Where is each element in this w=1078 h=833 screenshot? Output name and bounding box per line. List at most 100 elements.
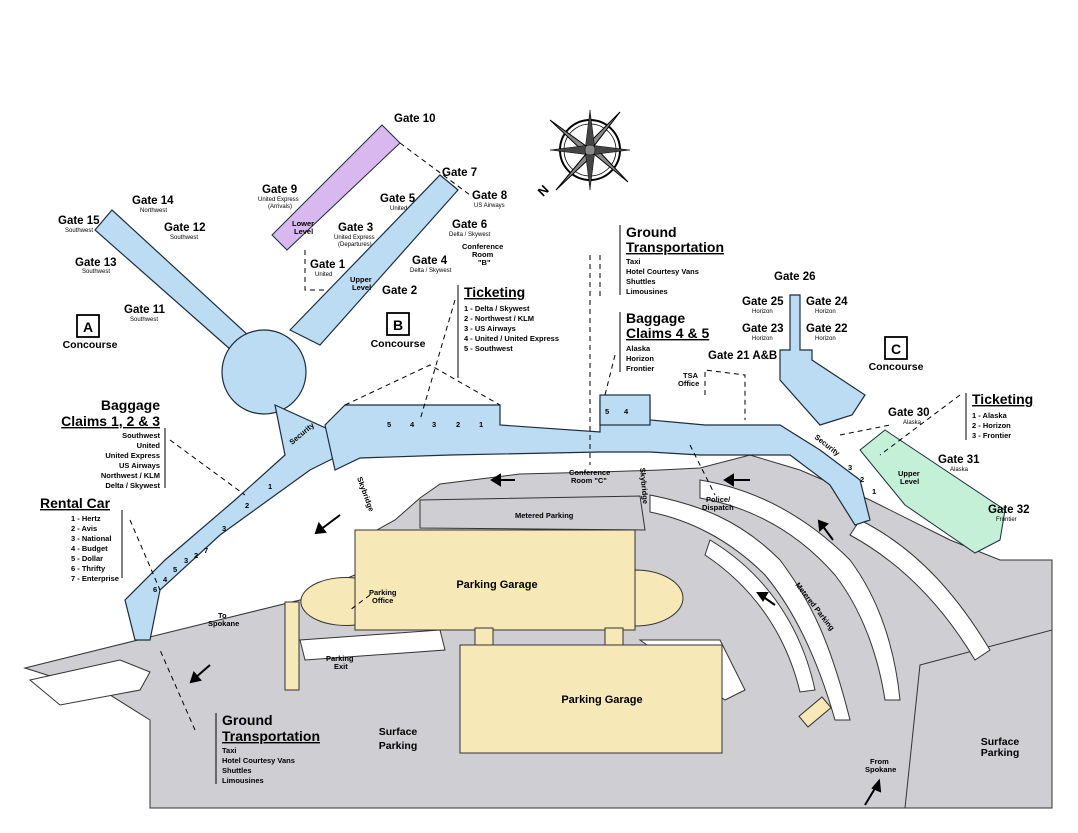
baggage-45-title1: Baggage	[626, 310, 685, 326]
arrow-3-head	[189, 671, 202, 684]
gate-13-airline: Southwest	[82, 269, 110, 275]
rental-num-c: 2	[194, 551, 198, 560]
to-spokane-line1: To	[218, 611, 227, 620]
ticketing-b-item-5: 5 - Southwest	[464, 344, 513, 353]
tsa-line2: Office	[678, 379, 699, 388]
gate-3-airline: United Express	[334, 235, 375, 241]
parking-exit-line1: Parking	[326, 654, 354, 663]
ground-transportation-top-panel: Ground Transportation Taxi Hotel Courtes…	[619, 224, 724, 296]
police-line2: Dispatch	[702, 503, 734, 512]
gate-15-airline: Southwest	[65, 228, 93, 234]
gate-24-airline: Horizon	[815, 309, 836, 315]
right-surface-parking	[904, 629, 1053, 809]
conference-c-line1: Conference	[569, 468, 610, 477]
gate-24-label: Gate 24	[806, 296, 848, 308]
gate-4-airline: Delta / Skywest	[410, 268, 452, 274]
ground-top-item-2: Hotel Courtesy Vans	[626, 267, 699, 276]
baggage-45-item-3: Frontier	[626, 364, 654, 373]
compass-rose-icon: N	[535, 109, 631, 199]
concourse-a-letter: A	[83, 319, 93, 335]
gate-32-label: Gate 32	[988, 504, 1030, 516]
gate-26-label: Gate 26	[774, 271, 816, 283]
lower-level-line1: Lower	[292, 219, 314, 228]
arrow-2-head	[314, 521, 327, 535]
parking-exit-line2: Exit	[334, 662, 348, 671]
concourse-b-label: Concourse	[371, 338, 426, 350]
concourse-a-box	[76, 314, 100, 338]
arrow-2	[319, 514, 341, 531]
baggage-123-num-3: 3	[222, 524, 226, 533]
ticketing-c-item-3: 3 - Frontier	[972, 431, 1011, 440]
compass-star	[549, 111, 629, 191]
upper-level-c	[859, 429, 1006, 554]
conference-b-line3: "B"	[478, 258, 491, 267]
lower-level-line2: Level	[294, 227, 313, 236]
surface-parking-left-1: Surface	[379, 726, 418, 738]
garage-ramp-left-2	[300, 577, 356, 626]
baggage-123-item-1: Southwest	[122, 431, 160, 440]
tsa-line1: TSA	[683, 371, 699, 380]
gate-8-airline: US Airways	[474, 203, 505, 209]
parking-garage-lower-label: Parking Garage	[561, 694, 642, 706]
parking-garage-upper-label: Parking Garage	[456, 579, 537, 591]
baggage-123-item-2: United	[137, 441, 161, 450]
ticketing-c-item-1: 1 - Alaska	[972, 411, 1008, 420]
parking-exit-road	[299, 629, 446, 661]
rental-car-item-1: 1 - Hertz	[71, 514, 101, 523]
gate-14-label: Gate 14	[132, 195, 174, 207]
leader-ticketing-c	[879, 394, 961, 456]
parking-garage-upper	[354, 529, 636, 631]
skybridge-left-label: Skybridge	[355, 476, 376, 513]
ground-bottom-item-4: Limousines	[222, 776, 264, 785]
traffic-arrows	[189, 473, 882, 806]
gate-31-airline: Alaska	[950, 467, 969, 473]
ticketing-b-item-4: 4 - United / United Express	[464, 334, 559, 343]
baggage-123-title2: Claims 1, 2 & 3	[61, 413, 160, 429]
ground-top-title1: Ground	[626, 224, 677, 240]
rental-num-a: 7	[204, 546, 208, 555]
gate-23-airline: Horizon	[752, 336, 773, 342]
terminal-building	[94, 174, 871, 641]
baggage-45-title2: Claims 4 & 5	[626, 325, 709, 341]
compass-star-2	[549, 109, 631, 191]
arrow-6-head	[817, 519, 829, 532]
ticketing-b-item-1: 1 - Delta / Skywest	[464, 304, 530, 313]
gate-23-label: Gate 23	[742, 323, 784, 335]
ground-bottom-title1: Ground	[222, 712, 273, 728]
conference-c-line2: Room "C"	[571, 476, 607, 485]
ground-bottom-item-3: Shuttles	[222, 766, 252, 775]
gate-10-label: Gate 10	[394, 113, 436, 125]
ticketing-b-item-2: 2 - Northwest / KLM	[464, 314, 534, 323]
baggage-claims-123-panel: Baggage Claims 1, 2 & 3 Southwest United…	[61, 397, 166, 490]
gate-9-note: (Arrivals)	[268, 204, 292, 210]
leader-ground-bottom	[159, 649, 196, 731]
gate-6-airline: Delta / Skywest	[449, 232, 491, 238]
from-spokane-line2: Spokane	[865, 765, 896, 774]
concourse-c-arm	[779, 294, 866, 426]
parking-office-line2: Office	[372, 596, 393, 605]
rental-car-item-5: 5 - Dollar	[71, 554, 103, 563]
gate-31-label: Gate 31	[938, 454, 980, 466]
gate-21-label: Gate 21 A&B	[708, 350, 777, 362]
gate-7-label: Gate 7	[442, 167, 477, 179]
rental-car-item-2: 2 - Avis	[71, 524, 97, 533]
leader-gate10	[399, 142, 471, 196]
rental-car-item-4: 4 - Budget	[71, 544, 108, 553]
baggage-45-item-1: Alaska	[626, 344, 651, 353]
parking-structures	[284, 529, 832, 754]
ticketing-c-num-3: 3	[848, 463, 852, 472]
upper-level-b-line2: Level	[352, 283, 371, 292]
gate-11-label: Gate 11	[124, 304, 166, 316]
conference-b-line2: Room	[472, 250, 494, 259]
road-island-3	[849, 519, 991, 661]
surface-parking-right-1: Surface	[981, 736, 1020, 748]
surface-parking-right-2: Parking	[981, 747, 1020, 759]
parking-exit-booth	[284, 601, 300, 691]
toll-booth	[798, 696, 832, 728]
gate-32-airline: Frontier	[996, 517, 1017, 523]
baggage-123-item-6: Delta / Skywest	[105, 481, 160, 490]
gate-25-label: Gate 25	[742, 296, 784, 308]
metered-parking-lot	[419, 495, 646, 531]
rental-car-item-7: 7 - Enterprise	[71, 574, 119, 583]
from-spokane-line1: From	[870, 757, 889, 766]
